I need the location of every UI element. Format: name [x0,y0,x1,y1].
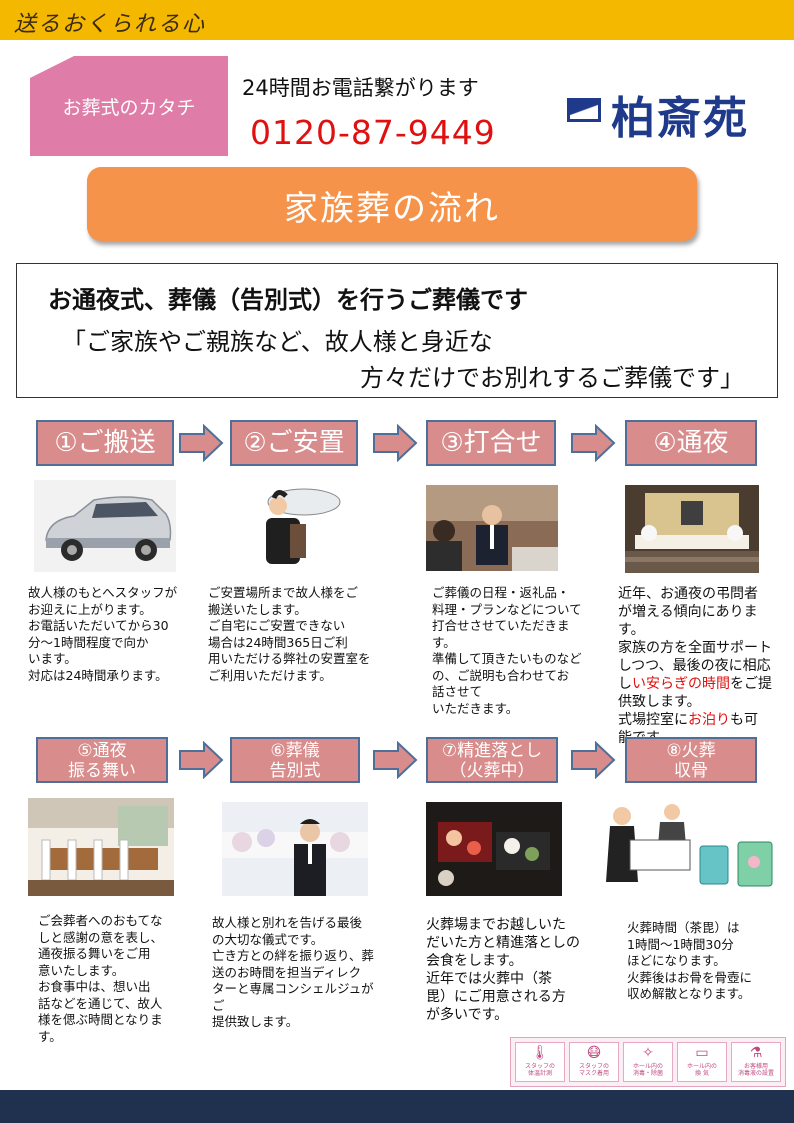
step-8-description: 火葬時間（茶毘）は 1時間～1時間30分 ほどになります。 火葬後はお骨を骨壺に… [627,920,753,1001]
dining-room-photo [28,798,174,896]
sparkle-icon: ✧ホール内の消毒・除菌 [623,1042,673,1082]
step-6-description: 故人様と別れを告げる最後 の大切な儀式です。 亡き方との絆を振り返り、葬 送のお… [212,915,374,1029]
step-2-label: ②ご安置 [230,420,358,466]
step-1-description: 故人様のもとへスタッフが お迎えに上がります。 お電話いただいてから30 分～1… [28,585,178,683]
arrow-right-icon [373,741,418,779]
step-3-label: ③打合せ [426,420,556,466]
arrow-right-icon [179,424,224,462]
spray-icon: ⚗お客様用消毒液の設置 [731,1042,781,1082]
step-6-label-line-2: 告別式 [269,761,321,781]
step-4-description: 近年、お通夜の弔問者 が増える傾向にあります。 家族の方を全面サポート しつつ、… [618,585,783,747]
intro-quote-line-1: 「ご家族やご親族など、故人様と身近な [62,328,493,356]
thermometer-icon: 🌡スタッフの体温計測 [515,1042,565,1082]
mask-icon: 😷スタッフのマスク着用 [569,1042,619,1082]
step-6-label-line-1: ⑥葬儀 [270,741,320,761]
step-4-desc-highlight-2: お泊り [688,712,730,728]
minivan-photo [34,480,176,572]
tagline: 送るおくられる心 [14,12,207,37]
step-7-label-line-2: （火葬中） [449,761,535,781]
cremation-illustration [600,796,786,894]
category-label-box: お葬式のカタチ [30,56,228,156]
step-1-label: ①ご搬送 [36,420,174,466]
arrow-right-icon [571,424,616,462]
ventilation-icon: ▭ホール内の換 気 [677,1042,727,1082]
meal-photo [426,802,562,896]
vigil-altar-photo [625,485,759,573]
arrow-right-icon [373,424,418,462]
safety-measures-strip: 🌡スタッフの体温計測 😷スタッフのマスク着用 ✧ホール内の消毒・除菌 ▭ホール内… [510,1037,786,1087]
category-label: お葬式のカタチ [62,97,196,119]
logo-mark-icon [567,98,601,122]
step-5-label-line-1: ⑤通夜 [77,741,127,761]
bottom-bar [0,1090,794,1123]
step-7-label-line-1: ⑦精進落とし [441,741,543,761]
company-logo: 柏斎苑 [567,82,782,144]
step-4-desc-part-1: 近年、お通夜の弔問者 が増える傾向にあります。 家族の方を全面サポート しつつ、… [618,586,772,692]
arrow-right-icon [571,741,616,779]
step-2-description: ご安置場所まで故人様をご 搬送いたします。 ご自宅にご安置できない 場合は24時… [208,585,371,683]
top-bar: 送るおくられる心 [0,0,794,40]
step-4-desc-part-2: をご提 供致します。 式場控室に [618,676,772,728]
step-7-label: ⑦精進落とし（火葬中） [426,737,558,783]
transfer-illustration [244,478,354,570]
step-3-description: ご葬儀の日程・返礼品・ 料理・プランなどについて 打合せさせていただきます。 準… [432,585,582,716]
step-4-label: ④通夜 [625,420,757,466]
intro-quote-line-2: 方々だけでお別れするご葬儀です」 [360,364,744,392]
meeting-photo [426,485,558,571]
intro-heading: お通夜式、葬儀（告別式）を行うご葬儀です [48,286,528,314]
logo-text: 柏斎苑 [611,93,749,144]
funeral-hall-photo [222,802,368,896]
step-8-label-line-1: ⑧火葬 [666,741,716,761]
intro-box [16,263,778,398]
page-title: 家族葬の流れ [284,189,500,229]
title-banner: 家族葬の流れ [87,167,697,241]
step-4-desc-highlight-1: い安らぎの時間 [632,676,730,692]
phone-number[interactable]: 0120-87-9449 [250,113,496,152]
step-5-label: ⑤通夜振る舞い [36,737,168,783]
step-8-label: ⑧火葬収骨 [625,737,757,783]
step-5-label-line-2: 振る舞い [68,761,136,781]
step-8-label-line-2: 収骨 [674,761,708,781]
step-6-label: ⑥葬儀告別式 [230,737,360,783]
step-5-description: ご会葬者へのおもてな しと感謝の意を表し、 通夜振る舞いをご用 意いたします。 … [38,913,164,1044]
step-7-description: 火葬場までお越しいた だいた方と精進落としの 会食をします。 近年では火葬中（茶… [426,917,580,1023]
arrow-right-icon [179,741,224,779]
phone-caption: 24時間お電話繋がります [242,76,479,100]
